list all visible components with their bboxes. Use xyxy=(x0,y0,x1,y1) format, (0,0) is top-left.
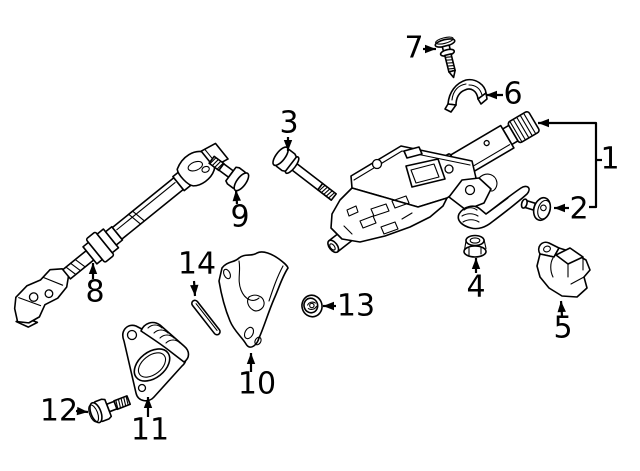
part-number-label: 13 xyxy=(337,289,375,324)
callout-6: 6 xyxy=(486,77,523,112)
part-11-column-cover xyxy=(122,321,190,402)
part-14-pin xyxy=(191,299,221,336)
arrowhead-icon xyxy=(76,406,88,416)
part-number-label: 1 xyxy=(600,142,619,177)
part-number-label: 12 xyxy=(40,394,78,429)
callout-4: 4 xyxy=(466,258,486,305)
leader-line xyxy=(538,121,598,209)
callout-13: 13 xyxy=(323,289,375,324)
part-number-label: 14 xyxy=(178,247,216,282)
part-1-steering-column-assembly xyxy=(327,110,540,254)
part-6-clamp xyxy=(444,78,488,113)
arrowhead-icon xyxy=(190,284,199,296)
part-4-nut xyxy=(463,234,487,258)
arrowhead-icon xyxy=(232,190,241,202)
part-number-label: 5 xyxy=(553,311,572,346)
part-12-bolt xyxy=(88,395,132,424)
callout-12: 12 xyxy=(40,394,89,429)
part-number-label: 8 xyxy=(85,275,104,310)
part-number-label: 9 xyxy=(230,200,249,235)
callout-14: 14 xyxy=(178,247,216,297)
arrowhead-icon xyxy=(323,301,334,311)
callout-7: 7 xyxy=(404,31,436,66)
callout-8: 8 xyxy=(85,263,105,310)
callout-11: 11 xyxy=(131,397,169,448)
arrowhead-icon xyxy=(425,44,436,54)
callout-3: 3 xyxy=(279,106,299,151)
arrowhead-icon xyxy=(471,258,481,269)
part-number-label: 10 xyxy=(238,367,276,402)
callout-9: 9 xyxy=(230,189,250,235)
part-7-bolt xyxy=(434,36,456,79)
part-3-bolt xyxy=(272,146,337,201)
part-2-bolt xyxy=(520,196,552,222)
callout-5: 5 xyxy=(553,300,573,346)
part-number-label: 2 xyxy=(569,192,588,227)
callout-2: 2 xyxy=(554,192,589,227)
arrowhead-icon xyxy=(486,90,497,100)
part-number-label: 11 xyxy=(131,413,169,448)
arrowhead-icon xyxy=(143,397,153,408)
part-number-label: 4 xyxy=(466,270,485,305)
arrowhead-icon xyxy=(246,353,256,364)
part-number-label: 3 xyxy=(279,106,298,141)
part-number-label: 6 xyxy=(503,77,522,112)
part-13-grommet xyxy=(301,294,323,318)
arrowhead-icon xyxy=(283,140,293,151)
arrowhead-icon xyxy=(538,118,549,128)
part-9-bolt xyxy=(208,155,250,192)
callout-1: 1 xyxy=(538,118,620,209)
arrowhead-icon xyxy=(554,203,565,213)
callout-10: 10 xyxy=(238,353,276,402)
part-number-label: 7 xyxy=(404,31,423,66)
part-5-bracket xyxy=(536,241,591,298)
diagram-artwork xyxy=(13,36,591,424)
part-10-column-cover xyxy=(218,251,289,348)
arrowhead-icon xyxy=(88,263,98,274)
arrowhead-icon xyxy=(557,301,566,313)
